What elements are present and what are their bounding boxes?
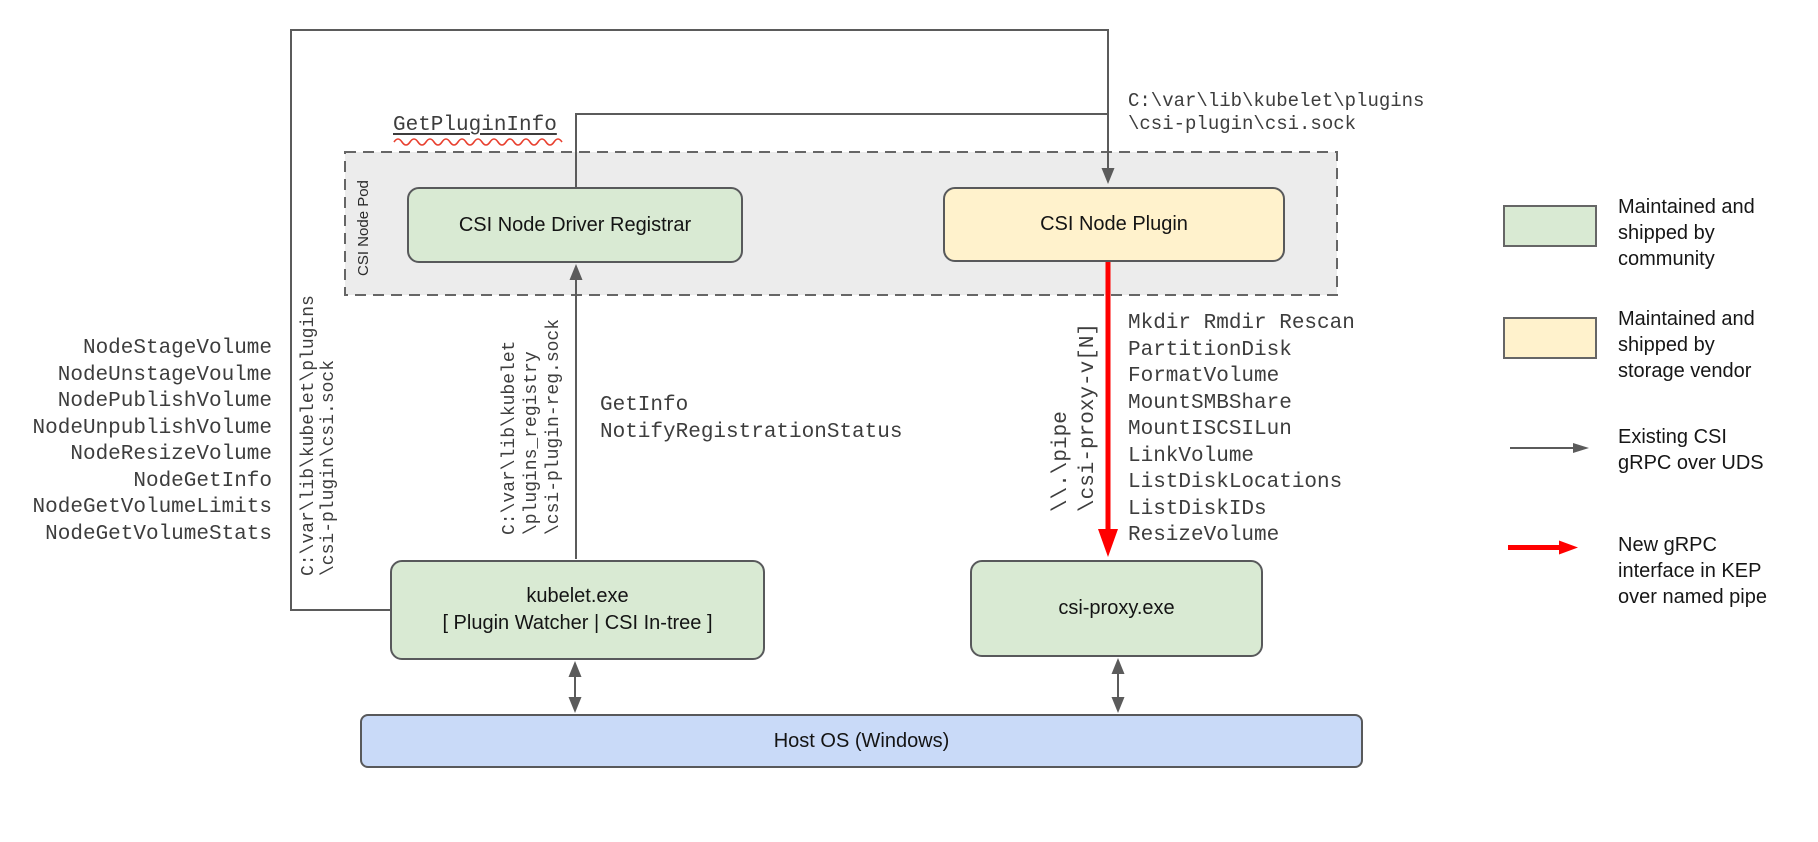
- csi-sock-path-vertical-label: C:\var\lib\kubelet\plugins \csi-plugin\c…: [299, 295, 339, 576]
- legend-pipe-label: New gRPC interface in KEP over named pip…: [1618, 534, 1767, 608]
- path-line: C:\var\lib\kubelet: [500, 340, 520, 535]
- list-item: NodeGetInfo: [133, 469, 272, 493]
- path-line: \plugins_registry: [522, 351, 542, 535]
- uds-arrowhead-icon: [1101, 168, 1115, 184]
- path-line: \\.\pipe: [1050, 411, 1073, 512]
- path-line: \csi-plugin\csi.sock: [1128, 113, 1357, 135]
- red-arrow-icon: [1508, 540, 1578, 555]
- kubelet-label-line2: [ Plugin Watcher | CSI In-tree ]: [442, 612, 713, 634]
- list-item: FormatVolume: [1128, 365, 1280, 388]
- arrowhead-icon: [1111, 697, 1125, 713]
- legend-community-label: Maintained and shipped by community: [1618, 196, 1755, 270]
- arrowhead-icon: [568, 661, 582, 677]
- path-line: \csi-plugin-reg.sock: [544, 318, 564, 535]
- plugin-box: CSI Node Plugin: [943, 187, 1285, 262]
- path-line: C:\var\lib\kubelet\plugins: [1128, 90, 1425, 112]
- csi-node-pod-label: CSI Node Pod: [355, 180, 372, 276]
- csi-proxy-label: csi-proxy.exe: [1058, 597, 1175, 619]
- legend-uds-label: Existing CSI gRPC over UDS: [1618, 426, 1764, 474]
- registrar-getplugininfo-line: [575, 113, 1108, 187]
- red-arrowhead-icon: [1098, 529, 1118, 557]
- csi-sock-path-label: C:\var\lib\kubelet\plugins \csi-plugin\c…: [1128, 90, 1424, 136]
- list-item: NodePublishVolume: [57, 390, 272, 413]
- method-line: NotifyRegistrationStatus: [600, 421, 903, 444]
- list-item: MountISCSILun: [1128, 418, 1292, 441]
- registration-arrowhead-icon: [569, 264, 583, 280]
- csi-proxy-box: csi-proxy.exe: [970, 560, 1263, 657]
- list-item: LinkVolume: [1128, 444, 1255, 468]
- list-item: ListDiskIDs: [1128, 497, 1267, 521]
- community-swatch: [1503, 205, 1597, 247]
- path-line: \csi-plugin\csi.sock: [319, 359, 339, 576]
- list-item: Mkdir Rmdir Rescan: [1128, 312, 1355, 335]
- vendor-swatch: [1503, 317, 1597, 359]
- list-item: ResizeVolume: [1128, 524, 1280, 547]
- legend-vendor-label: Maintained and shipped by storage vendor: [1618, 308, 1755, 382]
- list-item: MountSMBShare: [1128, 391, 1292, 415]
- registrar-box: CSI Node Driver Registrar: [407, 187, 743, 263]
- registration-methods-label: GetInfo NotifyRegistrationStatus: [600, 392, 902, 446]
- get-plugin-info-label: GetPluginInfo: [393, 114, 563, 146]
- list-item: NodeResizeVolume: [70, 443, 272, 466]
- path-line: C:\var\lib\kubelet\plugins: [299, 295, 319, 576]
- gray-arrow-icon: [1510, 443, 1589, 453]
- list-item: NodeGetVolumeStats: [45, 522, 272, 546]
- registrar-label: CSI Node Driver Registrar: [458, 213, 692, 236]
- list-item: PartitionDisk: [1128, 338, 1292, 362]
- plugin-label: CSI Node Plugin: [1040, 213, 1188, 235]
- method-line: GetInfo: [600, 394, 689, 417]
- arrowhead-icon: [568, 697, 582, 713]
- kubelet-label-line1: kubelet.exe: [526, 585, 629, 607]
- list-item: ListDiskLocations: [1128, 471, 1343, 494]
- list-item: NodeUnpublishVolume: [32, 416, 272, 440]
- proxy-api-methods-list: Mkdir Rmdir Rescan PartitionDisk FormatV…: [1128, 311, 1355, 550]
- reg-sock-path-vertical-label: C:\var\lib\kubelet \plugins_registry \cs…: [499, 319, 565, 535]
- node-service-methods-list: NodeStageVolume NodeUnstageVoulme NodePu…: [28, 336, 272, 548]
- pipe-path-vertical-label: \\.\pipe \csi-proxy-v[N]: [1048, 323, 1102, 512]
- list-item: NodeGetVolumeLimits: [32, 496, 272, 519]
- host-os-label: Host OS (Windows): [773, 729, 950, 752]
- get-plugin-info-text: GetPluginInfo: [393, 114, 557, 137]
- list-item: NodeStageVolume: [82, 337, 272, 360]
- arrowhead-icon: [1111, 658, 1125, 674]
- path-line: \csi-proxy-v[N]: [1077, 322, 1100, 512]
- spellcheck-squiggle-icon: [393, 138, 563, 146]
- kubelet-box: kubelet.exe [ Plugin Watcher | CSI In-tr…: [390, 560, 765, 660]
- list-item: NodeUnstageVoulme: [57, 363, 272, 387]
- host-os-box: Host OS (Windows): [360, 714, 1363, 768]
